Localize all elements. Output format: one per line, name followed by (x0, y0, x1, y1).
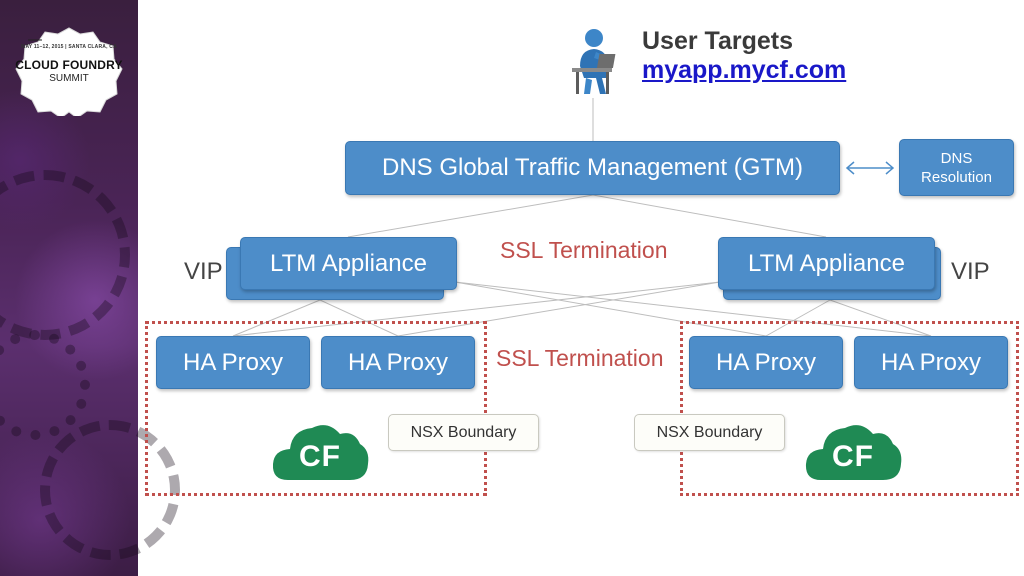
user-at-laptop-icon (566, 28, 626, 98)
cf-logo-text: CF (832, 440, 874, 473)
user-targets-title: User Targets (642, 27, 793, 55)
connector-ltm-proxy (319, 299, 399, 337)
gtm-box: DNS Global Traffic Management (GTM) (345, 141, 840, 195)
cf-logo-text: CF (299, 440, 341, 473)
badge-subtitle: SUMMIT (49, 73, 89, 84)
ltm-appliance-left: LTM Appliance (240, 237, 457, 290)
nsx-boundary-label-right: NSX Boundary (634, 414, 785, 451)
gear-decoration (0, 170, 130, 340)
vip-label-right: VIP (951, 258, 990, 285)
nsx-boundary-label-left: NSX Boundary (388, 414, 539, 451)
connector-ltm-proxy (454, 281, 932, 337)
connector-gtm-ltm-right (592, 194, 827, 238)
ha-proxy-box: HA Proxy (689, 336, 843, 389)
dns-resolution-box: DNS Resolution (899, 139, 1014, 196)
connector-ltm-proxy (232, 299, 321, 337)
connector-ltm-proxy (829, 299, 932, 337)
ha-proxy-box: HA Proxy (854, 336, 1008, 389)
vip-label-left: VIP (184, 258, 223, 285)
ltm-appliance-right: LTM Appliance (718, 237, 935, 290)
dns-label-line1: DNS (940, 149, 973, 167)
ssl-termination-label-top: SSL Termination (500, 237, 668, 263)
connector-ltm-proxy (454, 281, 767, 337)
double-arrow-icon (845, 161, 895, 175)
cf-cloud-icon: CF (803, 418, 903, 482)
connector-ltm-proxy (765, 299, 831, 337)
ha-proxy-box: HA Proxy (321, 336, 475, 389)
summit-badge-logo: MAY 11–12, 2015 | SANTA CLARA, CA CLOUD … (14, 26, 124, 116)
dns-label-line2: Resolution (921, 168, 992, 186)
ha-proxy-box: HA Proxy (156, 336, 310, 389)
gear-decoration (40, 420, 180, 560)
badge-date: MAY 11–12, 2015 | SANTA CLARA, CA (21, 44, 117, 50)
nsx-boundary-left (145, 321, 487, 496)
connector-ltm-proxy (397, 281, 721, 337)
connector-ltm-proxy (232, 281, 721, 337)
badge-name: CLOUD FOUNDRY (15, 58, 123, 72)
connector-gtm-ltm-left (347, 194, 594, 238)
cf-cloud-icon: CF (270, 418, 370, 482)
target-url-link[interactable]: myapp.mycf.com (642, 56, 847, 84)
nsx-boundary-right (680, 321, 1019, 496)
ssl-termination-label-middle: SSL Termination (496, 345, 664, 371)
gear-decoration (0, 330, 90, 440)
